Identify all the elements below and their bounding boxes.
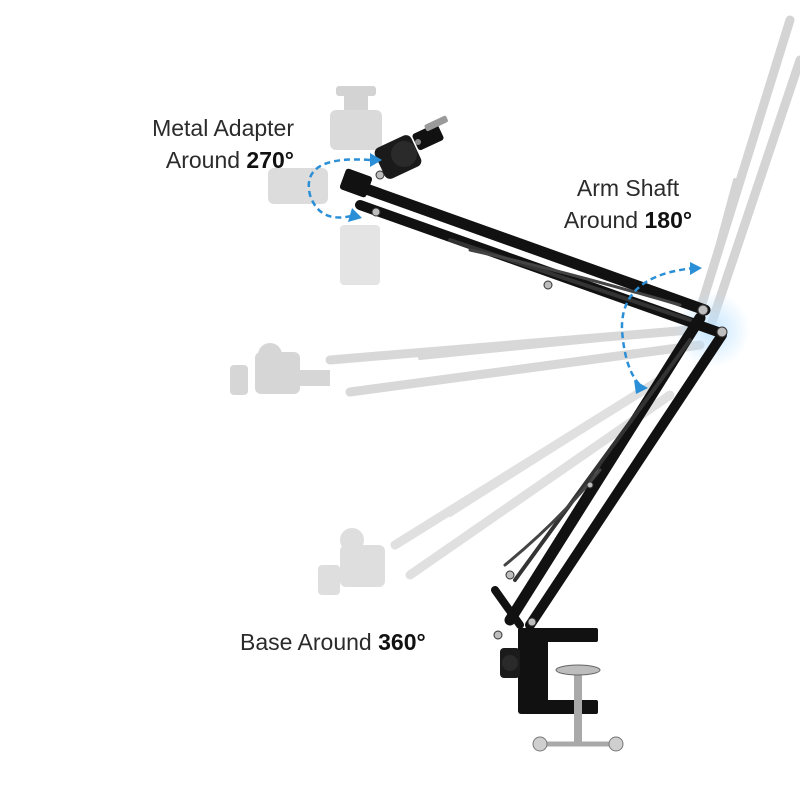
metal-adapter-label-line1: Metal Adapter (152, 115, 294, 141)
rivets (371, 170, 728, 640)
metal-adapter-label-line2: Around 270° (124, 144, 294, 176)
arm-shaft-label: Arm Shaft Around 180° (553, 172, 703, 236)
rotation-arrows (307, 158, 696, 386)
arrow-heads (348, 153, 702, 394)
metal-adapter-prefix: Around (165, 147, 247, 173)
base-label: Base Around 360° (240, 626, 426, 658)
ghost-adapter-lower (318, 528, 385, 595)
ghost-adapter-top (268, 86, 382, 285)
arm-rotation-arrow (620, 266, 696, 386)
ghost-adapter-middle (230, 343, 330, 395)
base-angle: 360° (378, 629, 426, 655)
metal-adapter-angle: 270° (246, 147, 294, 173)
ghost-arm-top-right (695, 15, 800, 327)
metal-adapter (339, 115, 448, 198)
adapter-rotation-arrow (307, 158, 371, 219)
arm-shaft-label-line1: Arm Shaft (576, 175, 680, 201)
desk-clamp (500, 628, 624, 752)
metal-adapter-label: Metal Adapter Around 270° (124, 112, 294, 176)
arm-shaft-angle: 180° (644, 207, 693, 233)
ghost-arm-middle (325, 325, 705, 397)
main-arm (349, 179, 727, 630)
arm-shaft-prefix: Around (563, 207, 645, 233)
base-prefix: Base Around (240, 629, 379, 655)
arm-shaft-label-line2: Around 180° (553, 204, 703, 236)
